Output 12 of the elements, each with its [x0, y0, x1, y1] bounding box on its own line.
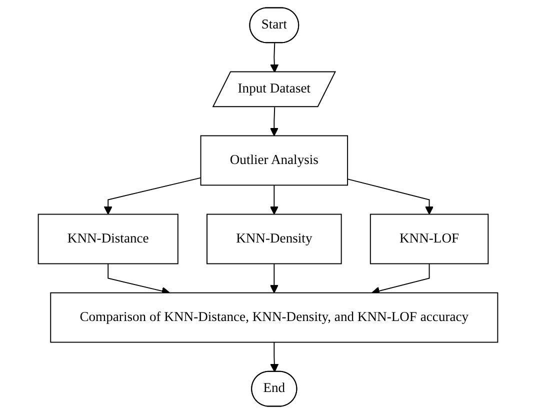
- node-box: KNN-Distance: [38, 214, 178, 264]
- node-box: KNN-Density: [206, 214, 342, 264]
- arrow: [270, 184, 278, 215]
- arrow: [270, 42, 279, 73]
- arrow: [270, 342, 279, 372]
- arrow: [270, 263, 278, 294]
- node-box: Comparison of KNN-Distance, KNN-Density, and KNN-LOF accuracy: [50, 292, 498, 343]
- arrow: [347, 178, 434, 215]
- arrow: [104, 177, 202, 215]
- arrow: [270, 106, 278, 136]
- node-box: Outlier Analysis: [200, 135, 348, 186]
- node-box: KNN-LOF: [370, 214, 489, 264]
